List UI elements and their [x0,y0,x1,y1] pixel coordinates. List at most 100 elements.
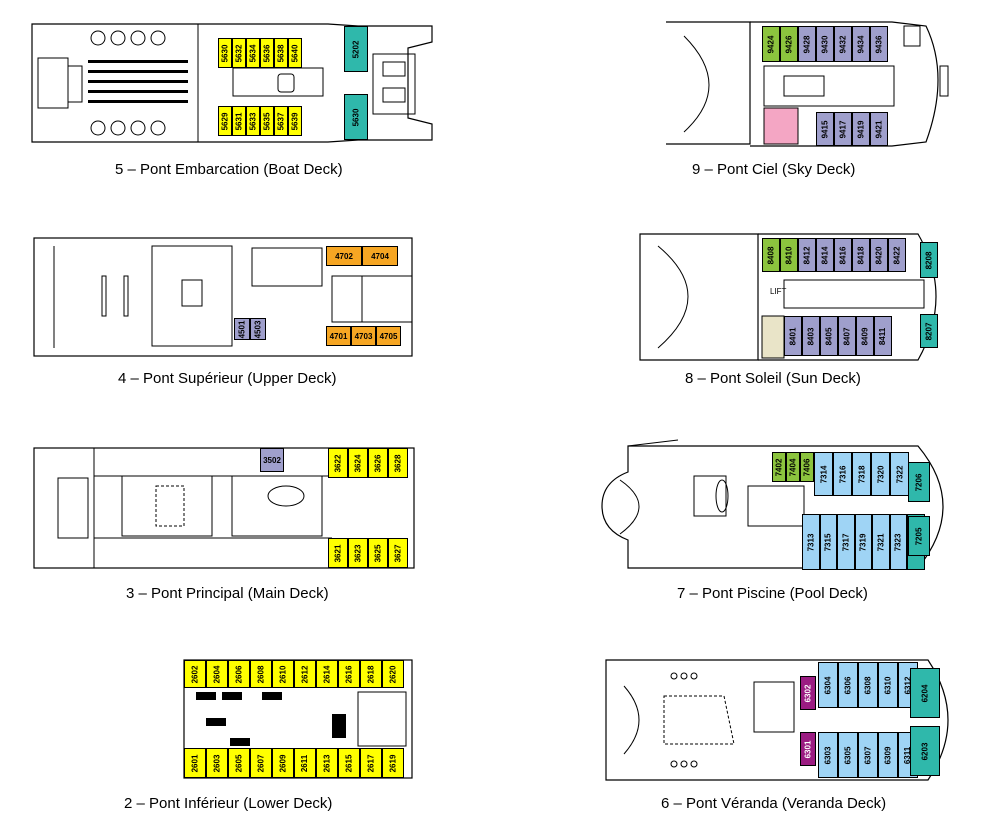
cabin-deck-7-11[interactable]: 7317 [837,514,855,570]
cabin-deck-9-0[interactable]: 9424 [762,26,780,62]
cabin-deck-9-6[interactable]: 9436 [870,26,888,62]
cabin-deck-7-13[interactable]: 7321 [872,514,890,570]
cabin-deck-8-6[interactable]: 8420 [870,238,888,272]
cabin-deck-7-0[interactable]: 7402 [772,452,786,482]
cabin-deck-6-0[interactable]: 6302 [800,676,816,710]
cabin-deck-6-9[interactable]: 6305 [838,732,858,778]
cabin-deck-5-10[interactable]: 5635 [260,106,274,136]
cabin-deck-2-6[interactable]: 2614 [316,660,338,688]
cabin-deck-6-6[interactable]: 6204 [910,668,940,718]
cabin-deck-2-17[interactable]: 2615 [338,748,360,778]
cabin-deck-8-0[interactable]: 8408 [762,238,780,272]
cabin-deck-3-7[interactable]: 3625 [368,538,388,568]
cabin-deck-3-0[interactable]: 3502 [260,448,284,472]
cabin-deck-3-8[interactable]: 3627 [388,538,408,568]
cabin-deck-2-4[interactable]: 2610 [272,660,294,688]
cabin-deck-9-4[interactable]: 9432 [834,26,852,62]
cabin-deck-5-6[interactable]: 5202 [344,26,368,72]
cabin-deck-8-1[interactable]: 8410 [780,238,798,272]
cabin-deck-2-8[interactable]: 2618 [360,660,382,688]
cabin-deck-2-9[interactable]: 2620 [382,660,404,688]
cabin-deck-2-10[interactable]: 2601 [184,748,206,778]
cabin-deck-9-3[interactable]: 9430 [816,26,834,62]
cabin-deck-7-1[interactable]: 7404 [786,452,800,482]
cabin-deck-7-14[interactable]: 7323 [889,514,907,570]
cabin-deck-5-13[interactable]: 5630 [344,94,368,140]
cabin-deck-2-14[interactable]: 2609 [272,748,294,778]
cabin-deck-7-7[interactable]: 7322 [890,452,909,496]
cabin-deck-8-8[interactable]: 8208 [920,242,938,278]
cabin-deck-4-2[interactable]: 4501 [234,318,250,340]
cabin-deck-7-15[interactable]: 7205 [908,516,930,556]
cabin-deck-4-3[interactable]: 4503 [250,318,266,340]
cabin-deck-8-4[interactable]: 8416 [834,238,852,272]
cabin-deck-4-6[interactable]: 4705 [376,326,401,346]
cabin-deck-8-14[interactable]: 8411 [874,316,892,356]
cabin-deck-3-5[interactable]: 3621 [328,538,348,568]
cabin-deck-5-8[interactable]: 5631 [232,106,246,136]
cabin-deck-2-7[interactable]: 2616 [338,660,360,688]
cabin-deck-2-19[interactable]: 2619 [382,748,404,778]
cabin-deck-7-12[interactable]: 7319 [854,514,872,570]
cabin-deck-8-13[interactable]: 8409 [856,316,874,356]
cabin-deck-4-4[interactable]: 4701 [326,326,351,346]
cabin-deck-8-3[interactable]: 8414 [816,238,834,272]
cabin-deck-3-1[interactable]: 3622 [328,448,348,478]
cabin-deck-7-9[interactable]: 7313 [802,514,820,570]
cabin-deck-7-5[interactable]: 7318 [852,452,871,496]
cabin-deck-8-15[interactable]: 8207 [920,314,938,348]
cabin-deck-9-5[interactable]: 9434 [852,26,870,62]
cabin-deck-2-15[interactable]: 2611 [294,748,316,778]
cabin-deck-6-3[interactable]: 6308 [858,662,878,708]
cabin-deck-6-13[interactable]: 6203 [910,726,940,776]
cabin-deck-6-1[interactable]: 6304 [818,662,838,708]
cabin-deck-7-4[interactable]: 7316 [833,452,852,496]
cabin-deck-6-8[interactable]: 6303 [818,732,838,778]
cabin-deck-2-11[interactable]: 2603 [206,748,228,778]
cabin-deck-8-7[interactable]: 8422 [888,238,906,272]
cabin-deck-7-3[interactable]: 7314 [814,452,833,496]
cabin-deck-5-12[interactable]: 5639 [288,106,302,136]
cabin-deck-6-2[interactable]: 6306 [838,662,858,708]
cabin-deck-5-2[interactable]: 5634 [246,38,260,68]
cabin-deck-5-11[interactable]: 5637 [274,106,288,136]
cabin-deck-9-1[interactable]: 9426 [780,26,798,62]
cabin-deck-8-10[interactable]: 8403 [802,316,820,356]
cabin-deck-4-5[interactable]: 4703 [351,326,376,346]
cabin-deck-5-3[interactable]: 5636 [260,38,274,68]
cabin-deck-7-6[interactable]: 7320 [871,452,890,496]
cabin-deck-2-5[interactable]: 2612 [294,660,316,688]
cabin-deck-2-13[interactable]: 2607 [250,748,272,778]
cabin-deck-5-1[interactable]: 5632 [232,38,246,68]
cabin-deck-9-9[interactable]: 9419 [852,112,870,146]
cabin-deck-5-0[interactable]: 5630 [218,38,232,68]
cabin-deck-6-7[interactable]: 6301 [800,732,816,766]
cabin-deck-3-4[interactable]: 3628 [388,448,408,478]
cabin-deck-4-1[interactable]: 4704 [362,246,398,266]
cabin-deck-8-12[interactable]: 8407 [838,316,856,356]
cabin-deck-9-7[interactable]: 9415 [816,112,834,146]
cabin-deck-3-3[interactable]: 3626 [368,448,388,478]
cabin-deck-4-0[interactable]: 4702 [326,246,362,266]
cabin-deck-2-2[interactable]: 2606 [228,660,250,688]
cabin-deck-2-0[interactable]: 2602 [184,660,206,688]
cabin-deck-8-2[interactable]: 8412 [798,238,816,272]
cabin-deck-8-5[interactable]: 8418 [852,238,870,272]
cabin-deck-7-10[interactable]: 7315 [819,514,837,570]
cabin-deck-2-1[interactable]: 2604 [206,660,228,688]
cabin-deck-8-11[interactable]: 8405 [820,316,838,356]
cabin-deck-9-8[interactable]: 9417 [834,112,852,146]
cabin-deck-7-2[interactable]: 7406 [800,452,814,482]
cabin-deck-5-9[interactable]: 5633 [246,106,260,136]
cabin-deck-3-2[interactable]: 3624 [348,448,368,478]
cabin-deck-2-3[interactable]: 2608 [250,660,272,688]
cabin-deck-6-10[interactable]: 6307 [858,732,878,778]
cabin-deck-9-2[interactable]: 9428 [798,26,816,62]
cabin-deck-5-5[interactable]: 5640 [288,38,302,68]
cabin-deck-8-9[interactable]: 8401 [784,316,802,356]
cabin-deck-7-8[interactable]: 7206 [908,462,930,502]
cabin-deck-9-10[interactable]: 9421 [870,112,888,146]
cabin-deck-6-4[interactable]: 6310 [878,662,898,708]
cabin-deck-5-4[interactable]: 5638 [274,38,288,68]
cabin-deck-2-16[interactable]: 2613 [316,748,338,778]
